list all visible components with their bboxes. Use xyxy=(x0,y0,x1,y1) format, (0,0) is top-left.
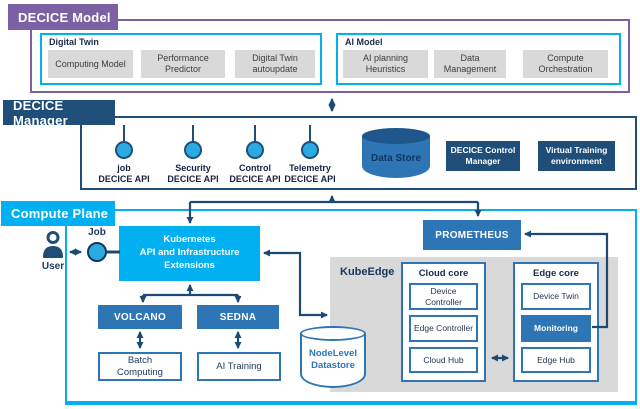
ai-training-text: AI Training xyxy=(216,360,262,372)
job-api-suffix: DECICE API xyxy=(98,174,150,185)
device-twin-box: Device Twin xyxy=(521,283,591,310)
edge-core-title: Edge core xyxy=(533,268,579,279)
control-api-circle xyxy=(246,141,264,159)
edge-controller-box: Edge Controller xyxy=(409,315,478,342)
prometheus-text: PROMETHEUS xyxy=(435,229,509,241)
job-api-name: job xyxy=(117,163,131,173)
digital-twin-autoupdate-box: Digital Twin autoupdate xyxy=(235,50,315,78)
ai-model-box: AI Model AI planning Heuristics Data Man… xyxy=(336,33,621,85)
security-api-suffix: DECICE API xyxy=(167,174,219,185)
prometheus-box: PROMETHEUS xyxy=(423,220,521,250)
performance-predictor-box: Performance Predictor xyxy=(141,50,225,78)
virtual-training-text: Virtual Training environment xyxy=(545,145,608,166)
device-controller-text: Device Controller xyxy=(425,286,462,307)
nodelevel-lid xyxy=(300,326,366,341)
compute-orchestration-box: Compute Orchestration xyxy=(523,50,608,78)
ai-model-title: AI Model xyxy=(345,37,383,47)
kubernetes-line3: Extensions xyxy=(164,259,215,271)
nodelevel-line2: Datastore xyxy=(311,360,355,372)
device-twin-text: Device Twin xyxy=(533,291,579,302)
decice-control-manager-box: DECICE Control Manager xyxy=(446,141,520,171)
control-api-label: Control DECICE API xyxy=(213,163,297,186)
device-controller-box: Device Controller xyxy=(409,283,478,310)
compute-plane-label: Compute Plane xyxy=(1,201,115,226)
control-api-suffix: DECICE API xyxy=(229,174,281,185)
volcano-box: VOLCANO xyxy=(98,305,182,329)
digital-twin-autoupdate-text: Digital Twin autoupdate xyxy=(252,53,298,74)
data-store-label: Data Store xyxy=(370,153,421,164)
user-label: User xyxy=(41,261,65,272)
batch-computing-text: Batch Computing xyxy=(117,355,163,378)
nodelevel-line1: NodeLevel xyxy=(308,348,358,359)
decice-control-manager-text: DECICE Control Manager xyxy=(450,145,516,166)
job-api-label: job DECICE API xyxy=(82,163,166,186)
ai-training-box: AI Training xyxy=(197,352,281,381)
cloud-core-title: Cloud core xyxy=(418,268,469,279)
monitoring-box: Monitoring xyxy=(521,315,591,342)
edge-core-box: Edge core Device Twin Monitoring Edge Hu… xyxy=(513,262,599,382)
security-api-circle xyxy=(184,141,202,159)
data-management-text: Data Management xyxy=(443,53,497,74)
nodelevel-label: NodeLevel Datastore xyxy=(300,348,366,373)
control-api-stem xyxy=(254,125,256,143)
compute-orchestration-text: Compute Orchestration xyxy=(538,53,593,74)
batch-computing-box: Batch Computing xyxy=(98,352,182,381)
nodelevel-datastore-cylinder: NodeLevel Datastore xyxy=(300,326,366,388)
cloud-hub-text: Cloud Hub xyxy=(423,354,464,365)
compute-plane-frame xyxy=(65,209,637,405)
telemetry-api-suffix: DECICE API xyxy=(284,174,336,185)
security-api-name: Security xyxy=(175,163,211,173)
telemetry-api-stem xyxy=(309,125,311,143)
monitoring-text: Monitoring xyxy=(534,323,578,334)
security-api-stem xyxy=(192,125,194,143)
kubernetes-line2: API and Infrastructure xyxy=(139,247,240,259)
digital-twin-title: Digital Twin xyxy=(49,37,99,47)
kubernetes-box: Kubernetes API and Infrastructure Extens… xyxy=(119,226,260,281)
volcano-text: VOLCANO xyxy=(113,311,167,323)
manager-section-label-text: DECICE Manager xyxy=(13,97,68,128)
performance-predictor-text: Performance Predictor xyxy=(157,53,209,74)
job-api-circle xyxy=(115,141,133,159)
sedna-text: SEDNA xyxy=(219,311,257,323)
model-section-frame xyxy=(30,19,630,93)
cloud-core-box: Cloud core Device Controller Edge Contro… xyxy=(401,262,486,382)
manager-section-frame xyxy=(80,116,637,190)
job-api-stem xyxy=(123,125,125,143)
kubeedge-label: KubeEdge xyxy=(340,266,395,278)
data-store-cylinder: Data Store xyxy=(362,128,430,178)
control-api-name: Control xyxy=(239,163,271,173)
data-management-box: Data Management xyxy=(434,50,506,78)
data-store-lid xyxy=(362,128,430,144)
telemetry-api-label: Telemetry DECICE API xyxy=(268,163,352,186)
telemetry-api-name: Telemetry xyxy=(289,163,331,173)
digital-twin-box: Digital Twin Computing Model Performance… xyxy=(40,33,322,85)
security-api-label: Security DECICE API xyxy=(151,163,235,186)
edge-hub-text: Edge Hub xyxy=(537,354,575,365)
nodelevel-body xyxy=(300,333,366,388)
model-section-label-text: DECICE Model xyxy=(18,9,111,25)
ai-planning-heuristics-text: AI planning Heuristics xyxy=(362,53,409,74)
sedna-box: SEDNA xyxy=(197,305,279,329)
kubernetes-line1: Kubernetes xyxy=(163,234,216,246)
virtual-training-box: Virtual Training environment xyxy=(538,141,615,171)
edge-controller-text: Edge Controller xyxy=(413,323,474,334)
telemetry-api-circle xyxy=(301,141,319,159)
job-circle xyxy=(87,242,107,262)
job-label: Job xyxy=(88,227,106,238)
cloud-hub-box: Cloud Hub xyxy=(409,347,478,373)
user-icon xyxy=(43,231,63,258)
computing-model-text: Computing Model xyxy=(55,58,126,69)
ai-planning-heuristics-box: AI planning Heuristics xyxy=(343,50,428,78)
edge-hub-box: Edge Hub xyxy=(521,347,591,373)
compute-plane-label-text: Compute Plane xyxy=(11,206,109,221)
computing-model-box: Computing Model xyxy=(48,50,133,78)
manager-section-label: DECICE Manager xyxy=(3,97,115,128)
model-section-label: DECICE Model xyxy=(8,4,118,30)
